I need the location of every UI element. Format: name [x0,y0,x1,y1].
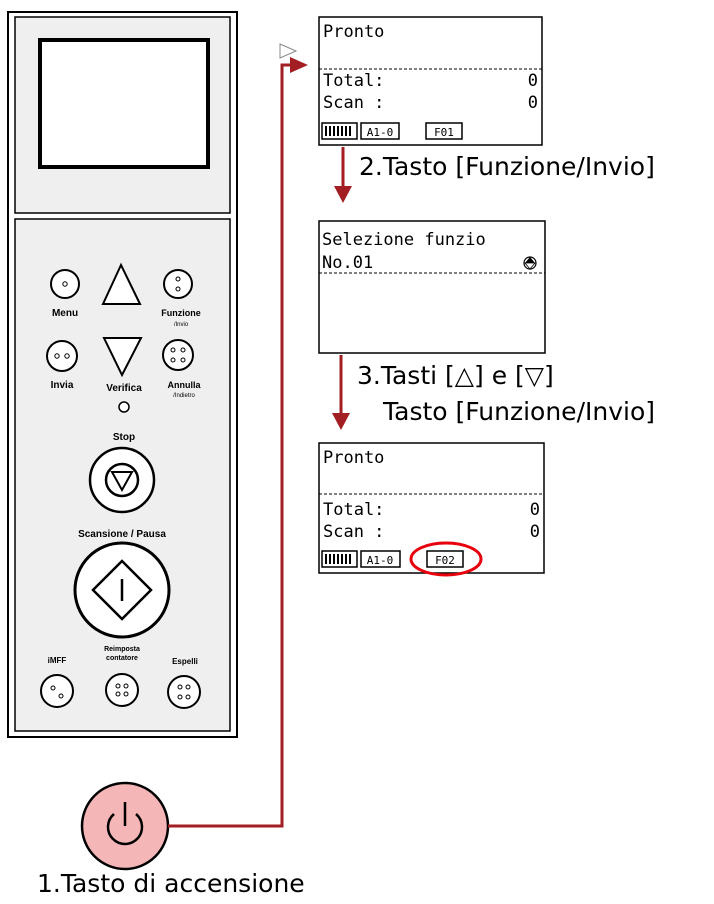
down-triangle-icon [102,337,143,378]
cancel-back-label: Annulla [168,380,202,390]
up-arrow-button[interactable] [101,262,142,305]
lcd-screen-3: Pronto Total: 0 Scan : 0 A1-0 F02 [318,442,545,577]
highlight-circle [409,541,483,577]
step3-arrow [332,355,350,430]
screen3-scan-label: Scan : [323,522,384,542]
screen1-scan-value: 0 [528,93,538,113]
reset-counter-button[interactable] [105,673,139,707]
screen3-status: Pronto [323,448,384,468]
screen2-title: Selezione funzio [322,230,486,250]
function-enter-button[interactable] [163,269,193,299]
screen1-total-label: Total: [323,71,384,91]
power-icon [106,813,144,846]
reset-counter-label: Reimposta [104,646,140,653]
scan-pause-button[interactable] [73,541,171,639]
screen1-status: Pronto [323,22,384,42]
eject-button[interactable] [167,675,201,709]
send-label: Invia [51,380,74,391]
scan-pause-label: Scansione / Pausa [78,529,166,540]
check-label: Verifica [106,383,142,394]
step2-caption: 2.Tasto [Funzione/Invio] [359,152,655,181]
cancel-back-sublabel: /Indietro [173,393,195,399]
screen1-total-value: 0 [528,71,538,91]
flow-connector [168,43,308,828]
menu-button[interactable] [50,269,80,299]
stop-triangle-icon [110,471,134,493]
lcd-screen-2: Selezione funzio No.01 [318,220,546,354]
screen3-battery-icon [321,550,358,568]
step2-arrow [334,147,352,203]
connector-arrowhead [290,57,308,73]
down-arrow-button[interactable] [102,337,143,378]
screen3-total-value: 0 [530,500,540,520]
screen3-total-label: Total: [323,500,384,520]
step1-caption: 1.Tasto di accensione [37,869,305,898]
screen1-badge-a: A1-0 [367,126,394,139]
stop-button[interactable] [88,446,156,514]
up-down-scroll-icon [523,256,537,270]
up-triangle-icon [101,262,142,305]
imff-button[interactable] [40,674,74,708]
cancel-back-button[interactable] [162,339,194,371]
reset-counter-sublabel: contatore [106,655,138,662]
screen1-badge-f: F01 [434,126,454,139]
check-indicator-led [118,401,130,413]
send-button[interactable] [46,340,78,372]
stop-label: Stop [113,432,135,443]
screen1-scan-label: Scan : [323,93,384,113]
operator-panel: Menu Funzione /Invio Invia Verifica [7,11,238,738]
function-enter-sublabel: /Invio [174,322,189,328]
lcd-screen-1: Pronto Total: 0 Scan : 0 A1-0 F01 [318,16,543,146]
menu-label: Menu [52,308,78,319]
eject-label: Espelli [172,657,198,666]
step3-caption-line2: Tasto [Funzione/Invio] [382,397,655,426]
screen2-number: No.01 [322,253,373,273]
imff-label: iMFF [48,656,67,665]
screen1-battery-icon [321,122,358,140]
step3-caption-line1: 3.Tasti [△] e [▽] [357,361,554,390]
screen3-scan-value: 0 [530,522,540,542]
connector-arrow-tail [279,43,298,59]
screen3-badge-a: A1-0 [367,554,394,567]
power-button[interactable] [80,781,170,871]
screen3-badge-f: F02 [435,554,455,567]
panel-lcd [38,38,210,169]
function-enter-label: Funzione [161,308,201,318]
